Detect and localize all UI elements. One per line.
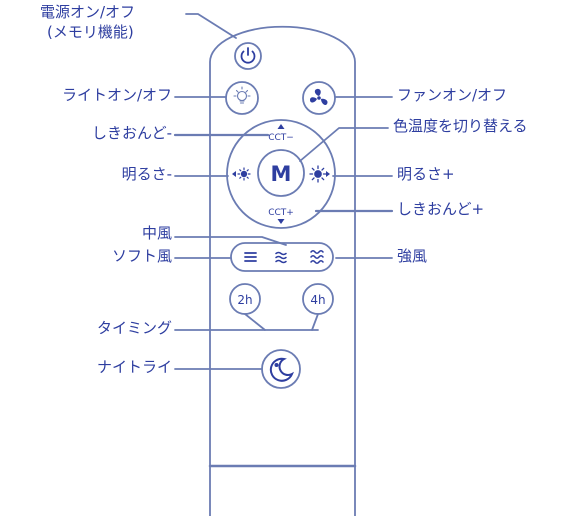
leader-timing-2h — [244, 313, 266, 331]
wind-strong-icon — [310, 250, 324, 264]
label-soft-wind: ソフト風 — [111, 247, 172, 265]
label-fan-onoff: ファンオン/オフ — [397, 86, 508, 104]
wind-soft-icon — [244, 252, 257, 262]
fan-button[interactable] — [302, 81, 336, 115]
label-mid-wind: 中風 — [141, 224, 172, 242]
leader-timing-4h — [311, 313, 319, 331]
wind-mid-icon — [275, 251, 287, 264]
label-power: 電源オン/オフ — [40, 3, 136, 21]
label-cct-minus: しきおんど- — [92, 124, 172, 142]
label-night-light: ナイトライ — [96, 358, 172, 376]
label-light-onoff: ライトオン/オフ — [61, 86, 172, 104]
moon-icon — [269, 357, 294, 382]
timer-4h-label: 4h — [310, 293, 325, 307]
timer-2h-button[interactable] — [229, 283, 261, 315]
leader-color — [299, 127, 389, 162]
remote-body — [209, 25, 356, 517]
power-button[interactable] — [234, 42, 262, 70]
cct-top-label: CCT− — [268, 133, 294, 143]
label-color-switch: 色温度を切り替える — [393, 117, 528, 135]
label-timing: タイミング — [96, 319, 172, 337]
label-brightness-plus: 明るさ+ — [397, 165, 455, 183]
center-m-button[interactable] — [257, 149, 305, 197]
brightness-low-icon — [237, 167, 251, 181]
light-button[interactable] — [225, 81, 259, 115]
power-icon — [240, 47, 256, 64]
center-m-label: M — [271, 162, 292, 186]
dpad-ring[interactable] — [226, 119, 336, 229]
label-power-memory: (メモリ機能) — [47, 23, 134, 41]
label-cct-plus: しきおんど+ — [397, 200, 485, 218]
timer-2h-label: 2h — [237, 293, 252, 307]
label-strong-wind: 強風 — [397, 247, 428, 265]
bulb-icon — [233, 86, 251, 104]
wind-button-group[interactable] — [230, 242, 334, 272]
timer-4h-button[interactable] — [302, 283, 334, 315]
leader-power — [185, 13, 237, 39]
cct-bottom-label: CCT+ — [268, 208, 294, 218]
night-light-button[interactable] — [261, 349, 301, 389]
dpad-arrows — [232, 124, 330, 224]
label-brightness-minus: 明るさ- — [121, 165, 172, 183]
brightness-high-icon — [309, 165, 327, 183]
fan-icon — [310, 88, 328, 106]
